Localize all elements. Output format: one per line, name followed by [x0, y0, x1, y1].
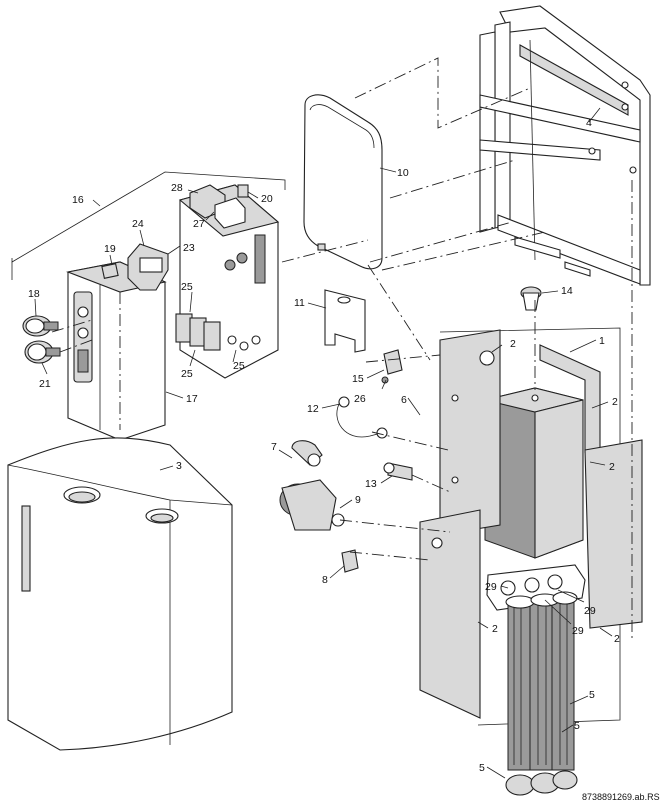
callout-16: 16 — [72, 194, 84, 206]
vessel-bracket — [324, 289, 366, 353]
callout-26: 26 — [354, 393, 366, 405]
callout-3: 3 — [176, 460, 182, 472]
callout-23: 23 — [183, 242, 195, 254]
callout-18: 18 — [28, 288, 40, 300]
callout-7: 7 — [271, 441, 277, 453]
group-brackets — [11, 171, 286, 280]
callout-25a: 25 — [181, 281, 193, 293]
callout-29a: 29 — [485, 581, 497, 593]
control-knobs — [22, 315, 61, 364]
callout-2c: 2 — [609, 461, 615, 473]
drawing-reference: 8738891269.ab.RS — [582, 792, 660, 802]
callout-27: 27 — [193, 218, 205, 230]
callout-29c: 29 — [572, 625, 584, 637]
heat-cell — [439, 327, 621, 726]
callout-24: 24 — [132, 218, 144, 230]
callout-28: 28 — [171, 182, 183, 194]
callout-5c: 5 — [479, 762, 485, 774]
callout-20: 20 — [261, 193, 273, 205]
callout-21: 21 — [39, 378, 51, 390]
callout-29b: 29 — [584, 605, 596, 617]
callout-9: 9 — [355, 494, 361, 506]
leader-lines — [34, 107, 613, 779]
callout-2a: 2 — [510, 338, 516, 350]
callout-14: 14 — [561, 285, 573, 297]
callout-labels: 1 2 2 2 2 2 3 4 5 5 5 6 7 8 9 10 11 12 1… — [28, 117, 620, 774]
callout-4: 4 — [586, 117, 592, 129]
callout-1: 1 — [599, 335, 605, 347]
callout-2b: 2 — [612, 396, 618, 408]
callout-17: 17 — [186, 393, 198, 405]
heating-elements — [505, 591, 578, 796]
callout-10: 10 — [397, 167, 409, 179]
callout-25c: 25 — [233, 360, 245, 372]
callout-5b: 5 — [574, 720, 580, 732]
callout-12: 12 — [307, 403, 319, 415]
assembly-lines — [51, 57, 633, 640]
mounting-frame — [479, 5, 651, 286]
pump-group — [279, 349, 413, 573]
insulation-panels — [419, 329, 643, 719]
front-casing — [7, 437, 233, 751]
callout-2d: 2 — [492, 623, 498, 635]
callout-5a: 5 — [589, 689, 595, 701]
callout-19: 19 — [104, 243, 116, 255]
callout-2e: 2 — [614, 633, 620, 645]
callout-25b: 25 — [181, 368, 193, 380]
callout-13: 13 — [365, 478, 377, 490]
callout-15: 15 — [352, 373, 364, 385]
circuit-panel — [175, 184, 280, 379]
control-box — [66, 243, 169, 441]
expansion-vessel — [303, 94, 383, 270]
callout-6: 6 — [401, 394, 407, 406]
callout-11: 11 — [294, 297, 305, 309]
callout-8: 8 — [322, 574, 328, 586]
relief-valve — [520, 286, 542, 311]
